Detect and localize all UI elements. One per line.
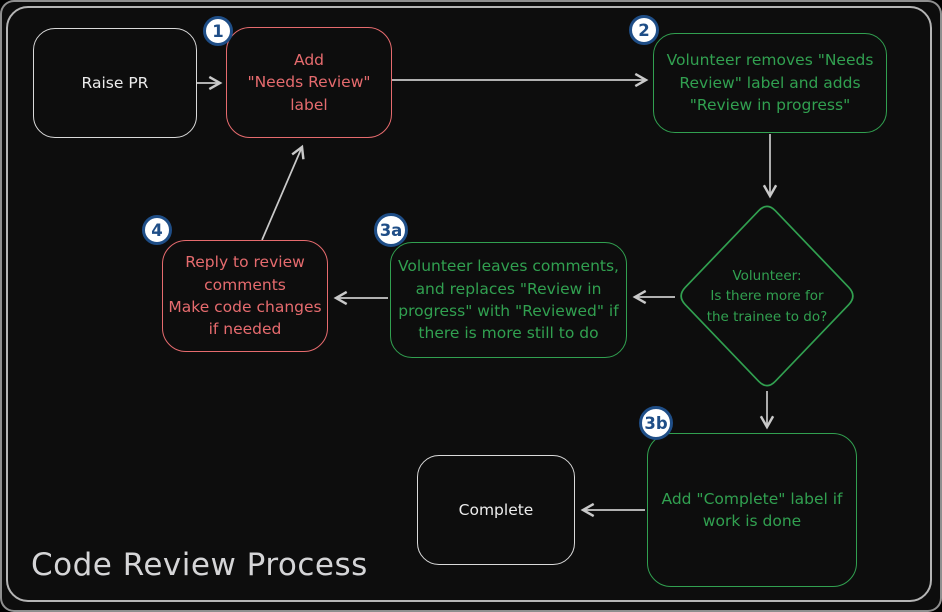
- decision-diamond: [680, 205, 854, 387]
- step-badge-2: 2: [629, 15, 659, 45]
- node-volunteer-removes-label: Volunteer removes "Needs Review" label a…: [666, 51, 874, 115]
- node-reply-to-comments: Reply to review comments Make code chang…: [162, 240, 328, 352]
- node-volunteer-leaves-comments-label: Volunteer leaves comments, and replaces …: [398, 257, 619, 343]
- step-badge-3a: 3a: [374, 213, 408, 247]
- decision-label: Volunteer: Is there more for the trainee…: [706, 268, 828, 325]
- node-add-complete-label: Add "Complete" label if work is done: [647, 433, 857, 587]
- arrow-step4-to-step1: [261, 144, 305, 241]
- node-add-needs-review: Add "Needs Review" label: [226, 27, 392, 138]
- step-badge-4: 4: [142, 215, 172, 245]
- node-complete-label: Complete: [458, 500, 534, 519]
- node-raise-pr: Raise PR: [33, 28, 197, 138]
- node-volunteer-removes: Volunteer removes "Needs Review" label a…: [653, 33, 887, 133]
- node-raise-pr-label: Raise PR: [81, 73, 149, 92]
- node-volunteer-leaves-comments: Volunteer leaves comments, and replaces …: [390, 242, 627, 358]
- node-add-needs-review-label: Add "Needs Review" label: [247, 50, 371, 114]
- node-add-complete-label-label: Add "Complete" label if work is done: [661, 489, 843, 530]
- step-badge-3b: 3b: [639, 406, 673, 440]
- diagram-frame: [6, 6, 932, 602]
- step-badge-1: 1: [203, 16, 233, 46]
- diagram-title: Code Review Process: [31, 547, 368, 583]
- node-complete: Complete: [417, 455, 575, 565]
- node-reply-to-comments-label: Reply to review comments Make code chang…: [168, 253, 322, 339]
